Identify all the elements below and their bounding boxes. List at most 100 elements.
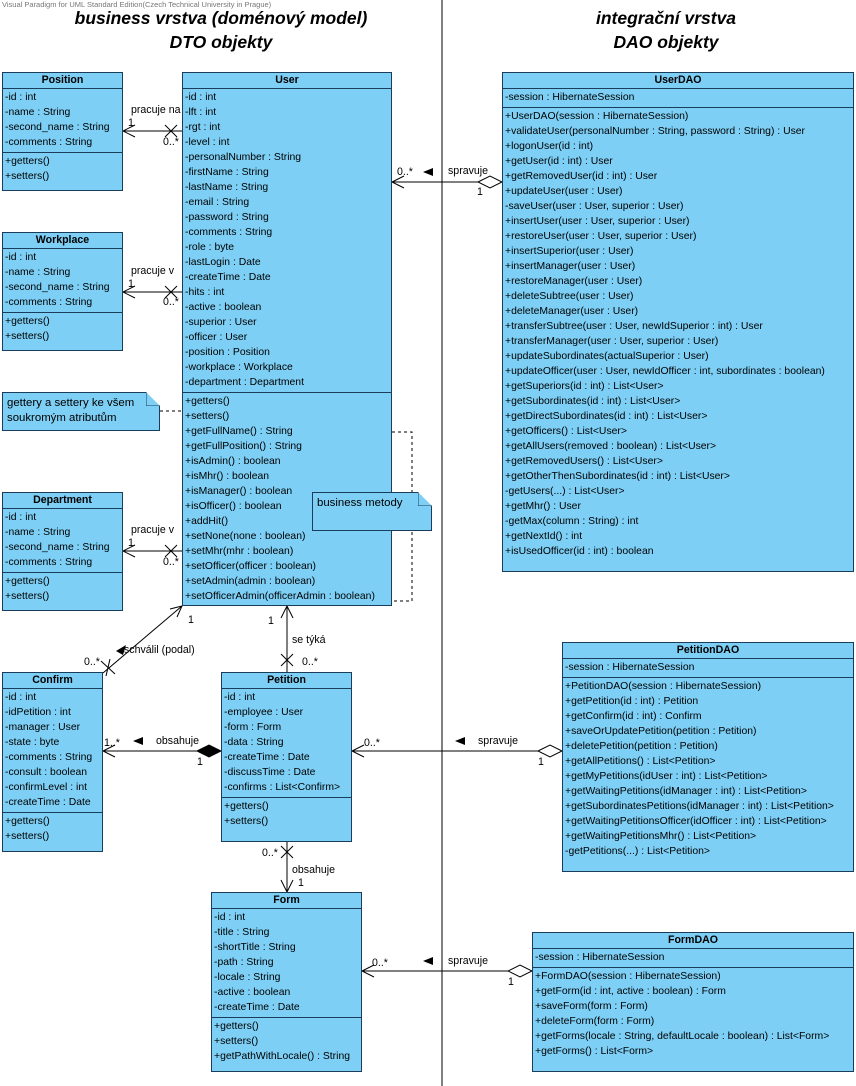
attribute: -password : String xyxy=(185,212,269,223)
class-name: Confirm xyxy=(3,673,102,689)
attribute: -personalNumber : String xyxy=(185,152,302,163)
attribute: -lastName : String xyxy=(185,182,269,193)
attribute: -id : int xyxy=(5,92,37,103)
label-pos-assoc: pracuje na xyxy=(131,104,181,116)
operation: +getWaitingPetitions(idManager : int) : … xyxy=(565,786,807,797)
note-fold xyxy=(417,492,432,507)
operation: +getForms(locale : String, defaultLocale… xyxy=(535,1031,830,1042)
attribute: -id : int xyxy=(5,252,37,263)
class-confirm[interactable]: Confirm -id : int -idPetition : int -man… xyxy=(2,672,103,852)
operation: +getPathWithLocale() : String xyxy=(214,1051,351,1062)
attribute: -employee : User xyxy=(224,707,304,718)
operation: +transferSubtree(user : User, newIdSuper… xyxy=(505,321,763,332)
class-name: Workplace xyxy=(3,233,122,249)
note-business-methods[interactable]: business metody xyxy=(312,492,432,531)
operation: +updateOfficer(user : User, newIdOfficer… xyxy=(505,366,825,377)
class-position[interactable]: Position -id : int -name : String -secon… xyxy=(2,72,123,191)
operation: +getFullPosition() : String xyxy=(185,441,302,452)
attribute: -active : boolean xyxy=(214,987,291,998)
operation: +setNone(none : boolean) xyxy=(185,531,306,542)
operations: +getters() +setters() xyxy=(3,573,122,606)
class-name: Petition xyxy=(222,673,351,689)
operation: +getters() xyxy=(5,316,50,327)
class-workplace[interactable]: Workplace -id : int -name : String -seco… xyxy=(2,232,123,351)
class-name: User xyxy=(183,73,391,89)
attribute: -second_name : String xyxy=(5,122,110,133)
operation: +deleteSubtree(user : User) xyxy=(505,291,634,302)
note-line: business metody xyxy=(317,497,403,509)
operation: +getUser(id : int) : User xyxy=(505,156,613,167)
direction-arrow-udao xyxy=(423,168,433,176)
label-pf-many: 0..* xyxy=(262,847,278,859)
attribute: -state : byte xyxy=(5,737,60,748)
attribute: -data : String xyxy=(224,737,284,748)
operation: +isUsedOfficer(id : int) : boolean xyxy=(505,546,654,557)
note-line: gettery a settery ke všem xyxy=(7,397,135,409)
attribute: -session : HibernateSession xyxy=(505,92,635,103)
operation: +deleteManager(user : User) xyxy=(505,306,639,317)
class-name: Position xyxy=(3,73,122,89)
class-form[interactable]: Form -id : int -title : String -shortTit… xyxy=(211,892,362,1072)
operations: +UserDAO(session : HibernateSession) +va… xyxy=(503,108,853,561)
attribute: -second_name : String xyxy=(5,282,110,293)
attribute: -path : String xyxy=(214,957,274,968)
operation: +getFullName() : String xyxy=(185,426,293,437)
label-cp-assoc: obsahuje xyxy=(156,735,200,747)
label-pdao-assoc: spravuje xyxy=(478,735,519,747)
attribute: -id : int xyxy=(214,912,246,923)
label-udao-many: 0..* xyxy=(397,166,413,178)
operation: +setters() xyxy=(185,411,230,422)
label-wp-one: 1 xyxy=(128,278,134,290)
direction-arrow-confirm xyxy=(116,645,126,655)
attribute: -comments : String xyxy=(5,297,93,308)
class-petitiondao[interactable]: PetitionDAO -session : HibernateSession … xyxy=(562,642,854,872)
heading-business-layer: business vrstva (doménový model) xyxy=(74,8,368,28)
attribute: -lft : int xyxy=(185,107,217,118)
operation: +setOfficerAdmin(officerAdmin : boolean) xyxy=(185,591,375,602)
operation: +deleteForm(form : Form) xyxy=(535,1016,655,1027)
operation: +getters() xyxy=(214,1021,259,1032)
class-name: FormDAO xyxy=(533,933,853,949)
attribute: -hits : int xyxy=(185,287,225,298)
attribute: -comments : String xyxy=(185,227,273,238)
operation: +updateUser(user : User) xyxy=(505,186,623,197)
label-conf-many: 0..* xyxy=(84,656,100,668)
note-line: soukromým atributům xyxy=(7,412,117,424)
label-cp-many: 1..* xyxy=(104,737,120,749)
attribute: -rgt : int xyxy=(185,122,221,133)
operation: +getRemovedUsers() : List<User> xyxy=(505,456,663,467)
operation: +logonUser(id : int) xyxy=(505,141,594,152)
operation: +setOfficer(officer : boolean) xyxy=(185,561,317,572)
direction-arrow-fdao xyxy=(423,957,433,965)
class-petition[interactable]: Petition -id : int -employee : User -for… xyxy=(221,672,352,842)
attribute: -name : String xyxy=(5,267,71,278)
class-userdao[interactable]: UserDAO -session : HibernateSession +Use… xyxy=(502,72,854,572)
note-fold xyxy=(145,392,160,407)
operation: +isMhr() : boolean xyxy=(185,471,270,482)
operation: -getUsers(...) : List<User> xyxy=(505,486,625,497)
attribute: -workplace : Workplace xyxy=(185,362,293,373)
operation: +getConfirm(id : int) : Confirm xyxy=(565,711,702,722)
operation: +getOtherThenSubordinates(id : int) : Li… xyxy=(505,471,730,482)
class-formdao[interactable]: FormDAO -session : HibernateSession +For… xyxy=(532,932,854,1072)
operation: +restoreUser(user : User, superior : Use… xyxy=(505,231,697,242)
operation: +getters() xyxy=(224,801,269,812)
label-fdao-assoc: spravuje xyxy=(448,955,489,967)
attribute: -comments : String xyxy=(5,752,93,763)
assoc-confirm-user xyxy=(102,605,183,674)
operations: +getters() +setters() xyxy=(222,798,351,831)
note-getters-setters[interactable]: gettery a settery ke všem soukromým atri… xyxy=(2,392,160,431)
attributes: -id : int -name : String -second_name : … xyxy=(3,249,122,313)
label-pet-many: 0..* xyxy=(302,656,318,668)
class-department[interactable]: Department -id : int -name : String -sec… xyxy=(2,492,123,611)
operation: +isAdmin() : boolean xyxy=(185,456,281,467)
operation: +getPetition(id : int) : Petition xyxy=(565,696,699,707)
heading-dao: DAO objekty xyxy=(613,32,719,52)
operation: +getAllUsers(removed : boolean) : List<U… xyxy=(505,441,717,452)
operation: +getters() xyxy=(5,816,50,827)
operations: +PetitionDAO(session : HibernateSession)… xyxy=(563,678,853,861)
label-wp-many: 0..* xyxy=(163,296,179,308)
attributes: -id : int -name : String -second_name : … xyxy=(3,89,122,153)
